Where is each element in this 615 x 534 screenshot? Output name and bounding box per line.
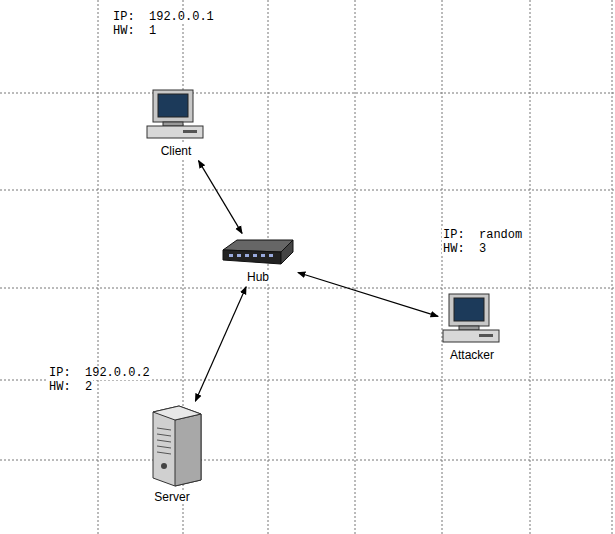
address-label: IP: 192.0.0.2 <box>48 366 151 380</box>
network-link <box>198 161 242 234</box>
address-label: HW: 2 <box>48 380 93 394</box>
node-label: Hub <box>245 270 271 284</box>
pc-icon <box>145 88 207 142</box>
address-label: HW: 1 <box>112 24 157 38</box>
network-hub: Hub <box>221 236 295 284</box>
node-label: Client <box>159 144 194 158</box>
network-link <box>298 272 438 316</box>
attacker-computer: Attacker <box>441 292 503 362</box>
address-label: IP: random <box>442 228 523 242</box>
hub-icon <box>221 236 295 268</box>
server-tower: Server <box>139 404 205 504</box>
pc-icon <box>441 292 503 346</box>
server-icon <box>139 404 205 488</box>
client-computer: Client <box>145 88 207 158</box>
address-label: IP: 192.0.0.1 <box>112 10 215 24</box>
address-label: HW: 3 <box>442 242 487 256</box>
network-link <box>195 287 246 402</box>
node-label: Attacker <box>448 348 496 362</box>
node-label: Server <box>152 490 191 504</box>
